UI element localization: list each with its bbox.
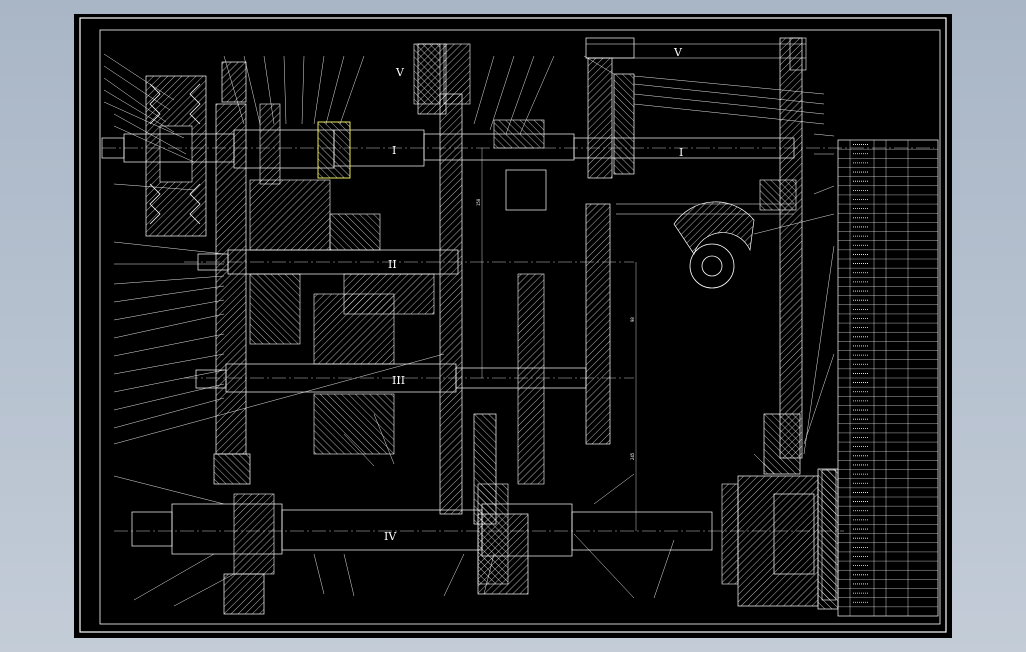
shaft-label-i-right: I bbox=[679, 146, 683, 159]
shaft-label-v: V bbox=[395, 66, 405, 79]
v-belt-pulley bbox=[145, 75, 207, 237]
shaft-i: I I bbox=[101, 103, 934, 211]
shaft-iii: III bbox=[184, 273, 634, 485]
shaft-ii: II bbox=[184, 179, 634, 345]
shaft-label-v-top: V bbox=[673, 46, 683, 59]
shaft-label-i: I bbox=[392, 144, 396, 157]
shaft-label-iv: IV bbox=[384, 530, 397, 543]
top-gear-cluster: V V bbox=[395, 43, 683, 105]
dimension-245: 245 bbox=[630, 452, 635, 460]
drawing-sheet: I I V V II III bbox=[74, 14, 952, 638]
dimension-98: 98 bbox=[630, 317, 635, 322]
outer-border bbox=[79, 17, 947, 633]
cam-mechanism bbox=[616, 179, 797, 289]
bom-rows bbox=[838, 144, 938, 608]
gearbox-assembly-drawing: I I V V II III bbox=[79, 17, 947, 633]
shaft-label-iii: III bbox=[392, 374, 405, 387]
inner-border bbox=[99, 29, 941, 625]
shaft-label-ii: II bbox=[388, 258, 397, 271]
dimension-lines: 98 245 150 bbox=[476, 148, 637, 531]
leader-lines bbox=[103, 53, 835, 607]
left-housing-wall bbox=[213, 61, 265, 615]
shaft-iv-spindle: IV bbox=[114, 469, 844, 601]
bill-of-materials-table bbox=[837, 139, 939, 617]
dimension-150: 150 bbox=[476, 198, 481, 206]
top-frame-lines bbox=[586, 37, 807, 71]
